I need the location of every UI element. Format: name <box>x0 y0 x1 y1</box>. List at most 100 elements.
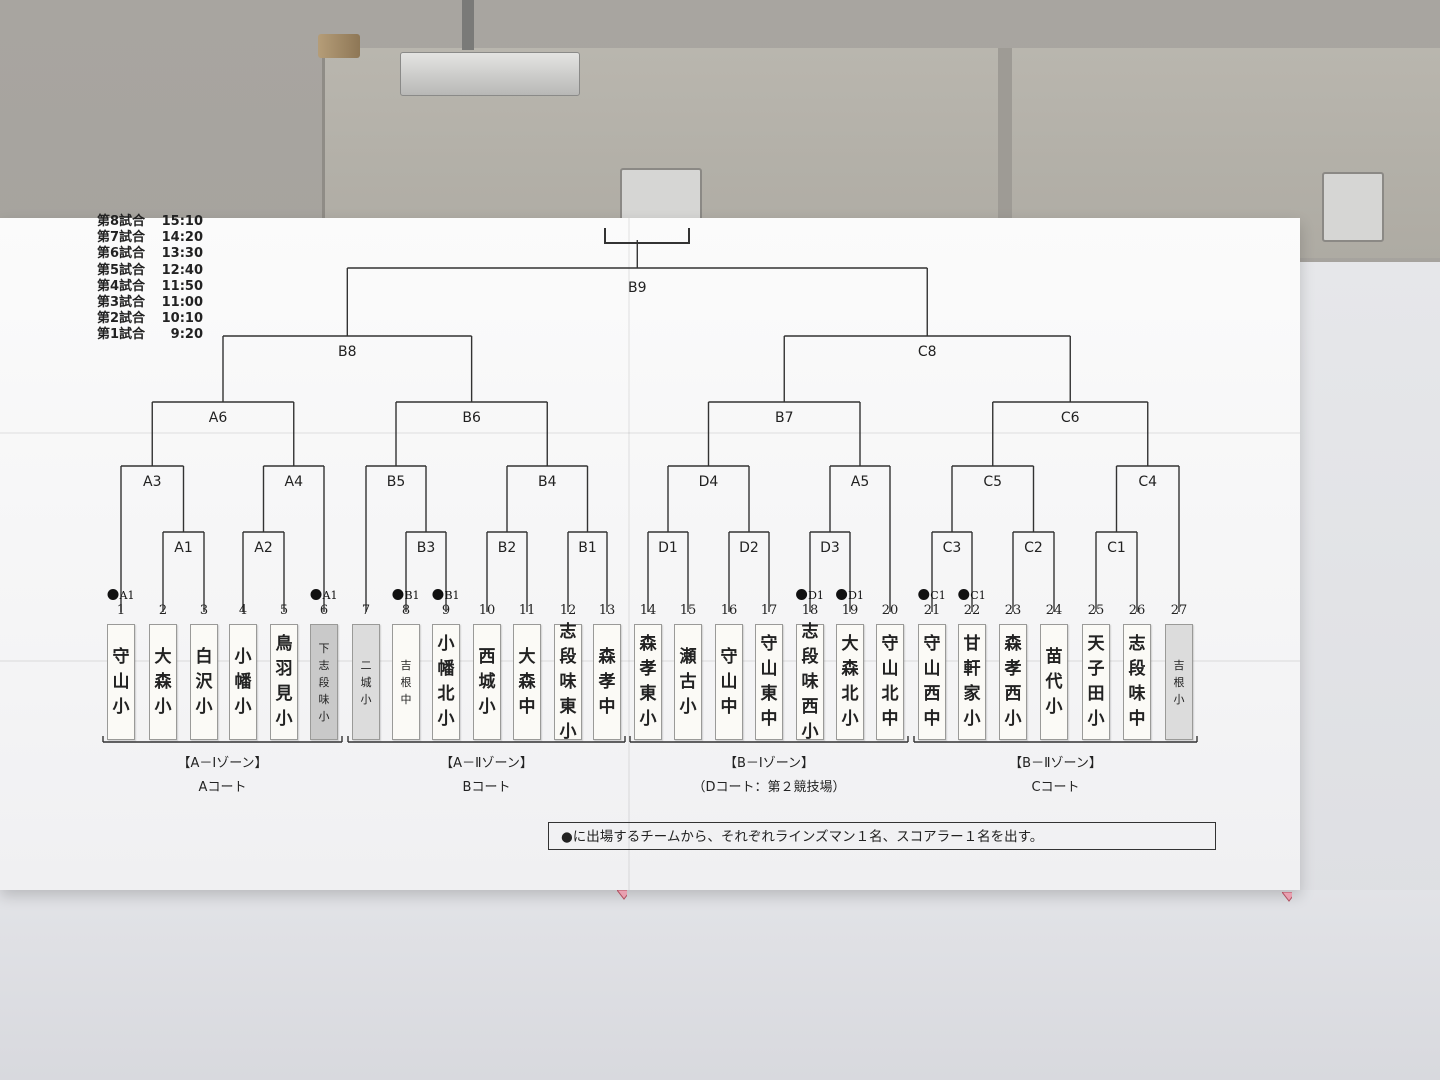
team-name-tag: 森孝東小 <box>634 624 662 740</box>
team-number: 26 <box>1128 603 1146 618</box>
team-number: 9 <box>441 603 451 618</box>
door-closer <box>400 52 580 96</box>
schedule-time: 12:40 <box>161 262 203 278</box>
match-label-c6: C6 <box>1060 410 1080 426</box>
match-label-c1: C1 <box>1107 540 1126 556</box>
team-name-tag: 志段味中 <box>1123 624 1151 740</box>
match-label-d4: D4 <box>698 474 719 490</box>
zone-label: 【B－Ⅱゾーン】 <box>1009 756 1102 771</box>
match-label-c4: C4 <box>1138 474 1158 490</box>
team-name-tag: 森孝西小 <box>999 624 1027 740</box>
team-name-tag: 大森小 <box>149 624 177 740</box>
linesman-note: ●に出場するチームから、それぞれラインズマン１名、スコアラー１名を出す。 <box>548 822 1216 850</box>
team-name-tag: 下志段味小 <box>310 624 338 740</box>
match-label-b8: B8 <box>338 344 357 360</box>
team-number: 14 <box>639 603 657 618</box>
team-name-tag: 森孝中 <box>593 624 621 740</box>
team-name-tag: 大森北小 <box>836 624 864 740</box>
team-name-tag: 鳥羽見小 <box>270 624 298 740</box>
zone-label: 【A－Ⅰゾーン】 <box>177 756 268 771</box>
team-number: 8 <box>401 603 411 618</box>
court-label: （Dコート：第２競技場） <box>692 780 846 795</box>
team-name-tag: 守山中 <box>715 624 743 740</box>
team-name-tag: 二城小 <box>352 624 380 740</box>
team-number: 11 <box>518 603 536 618</box>
pushpin-icon <box>617 890 627 900</box>
team-number: 13 <box>598 603 616 618</box>
team-name-tag: 大森中 <box>513 624 541 740</box>
team-name-tag: 小幡小 <box>229 624 257 740</box>
schedule-label: 第4試合 <box>97 278 146 294</box>
match-label-d1: D1 <box>658 540 678 556</box>
team-name-tag: 白沢小 <box>190 624 218 740</box>
seed-marker: D1 <box>796 589 824 602</box>
match-label-c8: C8 <box>917 344 937 360</box>
match-label-c5: C5 <box>983 474 1003 490</box>
team-number: 22 <box>963 603 981 618</box>
seed-marker: D1 <box>836 589 864 602</box>
door-hinge <box>318 34 360 58</box>
match-label-a6: A6 <box>208 410 228 426</box>
team-name-tag: 守山北中 <box>876 624 904 740</box>
match-label-b3: B3 <box>416 540 436 556</box>
team-number: 18 <box>801 603 819 618</box>
team-name-tag: 守山東中 <box>755 624 783 740</box>
team-name-tag: 守山西中 <box>918 624 946 740</box>
match-label-d2: D2 <box>739 540 759 556</box>
seed-marker: A1 <box>311 589 338 602</box>
match-label-c3: C3 <box>942 540 962 556</box>
tournament-bracket-sheet <box>0 218 1300 890</box>
team-number: 16 <box>720 603 738 618</box>
schedule-time: 13:30 <box>161 246 203 262</box>
team-number: 15 <box>679 603 697 618</box>
zone-label: 【B－Ⅰゾーン】 <box>723 756 815 771</box>
match-label-b2: B2 <box>497 540 517 556</box>
schedule-label: 第3試合 <box>97 295 146 311</box>
door-vent <box>1322 172 1384 242</box>
team-name-tag: 西城小 <box>473 624 501 740</box>
seed-marker: B1 <box>392 589 419 602</box>
match-label-b7: B7 <box>774 410 794 426</box>
team-number: 21 <box>923 603 941 618</box>
schedule-time: 11:00 <box>161 295 203 311</box>
match-label-b4: B4 <box>537 474 557 490</box>
court-label: Aコート <box>198 780 247 795</box>
schedule-time: 14:20 <box>161 230 203 246</box>
seed-marker: A1 <box>108 589 135 602</box>
court-label: Cコート <box>1031 780 1080 795</box>
schedule-time: 10:10 <box>161 311 203 327</box>
team-name-tag: 小幡北小 <box>432 624 460 740</box>
team-name-tag: 吉根小 <box>1165 624 1193 740</box>
team-name-tag: 志段味西小 <box>796 622 824 742</box>
seed-marker: B1 <box>432 589 459 602</box>
team-number: 17 <box>760 603 778 618</box>
team-number: 23 <box>1004 603 1022 618</box>
team-name-tag: 守山小 <box>107 624 135 740</box>
team-number: 1 <box>116 603 126 618</box>
match-label-b9: B9 <box>628 280 647 296</box>
schedule-time: 9:20 <box>170 327 203 343</box>
match-label-a5: A5 <box>850 474 870 490</box>
team-name-tag: 吉根中 <box>392 624 420 740</box>
team-number: 10 <box>478 603 496 618</box>
match-label-d3: D3 <box>820 540 840 556</box>
schedule-label: 第8試合 <box>97 214 146 229</box>
paper-fold <box>0 432 1300 434</box>
team-number: 2 <box>158 603 168 618</box>
team-number: 4 <box>238 603 248 618</box>
team-number: 3 <box>199 603 209 618</box>
match-label-a2: A2 <box>254 540 273 556</box>
team-number: 5 <box>279 603 289 618</box>
match-label-a4: A4 <box>284 474 303 490</box>
match-label-c2: C2 <box>1024 540 1043 556</box>
pushpin-icon <box>1282 892 1292 902</box>
team-name-tag: 甘軒家小 <box>958 624 986 740</box>
